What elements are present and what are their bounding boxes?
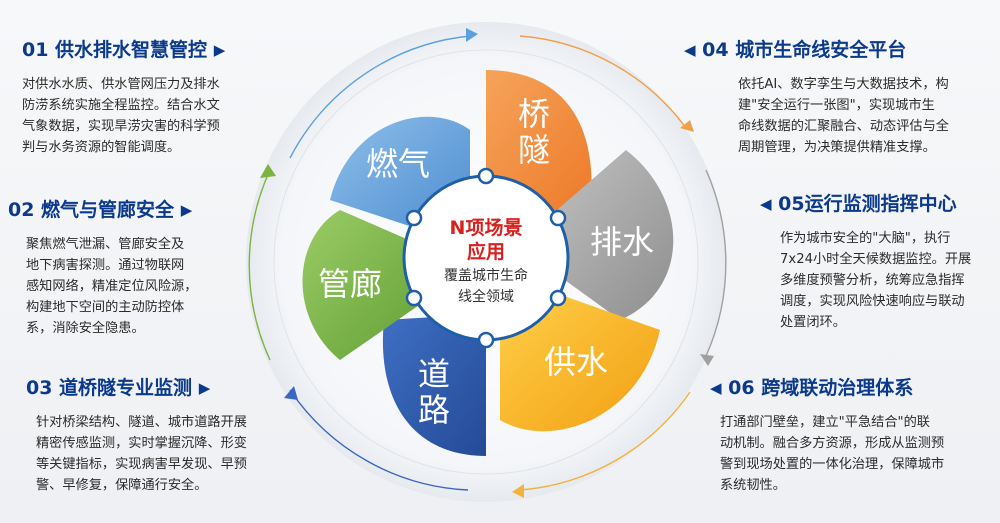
left-arrow-icon: ◀ xyxy=(710,379,722,397)
center-title: N项场景 应用 xyxy=(400,216,572,264)
right-arrow-icon: ▶ xyxy=(198,379,211,397)
section-body: 依托AI、数字孪生与大数据技术，构建"安全运行一张图"，实现城市生命线数据的汇聚… xyxy=(738,77,949,155)
section-title: 02 燃气与管廊安全 ▶ xyxy=(8,199,193,221)
petal-char: 桥 xyxy=(517,95,550,133)
section-body: 对供水水质、供水管网压力及排水防涝系统实施全程监控。结合水文气象数据，实现旱涝灾… xyxy=(22,77,220,155)
section-body: 针对桥梁结构、隧道、城市道路开展精密传感监测，实时掌握沉降、形变等关键指标，实现… xyxy=(36,415,247,493)
cycle-arcs xyxy=(248,35,727,491)
petal-gongshui xyxy=(500,286,660,432)
section-title: ◀ 04 城市生命线安全平台 xyxy=(684,39,907,61)
petal-label-paishui: 排水 xyxy=(589,223,654,261)
center-title-line: N项场景 xyxy=(449,217,523,239)
section-body: 打通部门壁垒，建立"平急结合"的联动机制。融合多方资源，形成从监测预警到现场处置… xyxy=(720,415,945,493)
center-nodes xyxy=(405,167,567,349)
petal-label-ranqi: 燃气 xyxy=(365,145,430,183)
section-body: 聚焦燃气泄漏、管廊安全及地下病害探测。通过物联网感知网络，精准定位风险源，构建地… xyxy=(26,237,198,336)
petal-label-qiaosui: 桥 隧 xyxy=(514,96,554,168)
section-title: ◀ 06 跨域联动治理体系 xyxy=(710,377,914,399)
section-01: 01 供水排水智慧管控 ▶ 对供水水质、供水管网压力及排水防涝系统实施全程监控。… xyxy=(22,38,272,158)
section-title: 01 供水排水智慧管控 ▶ xyxy=(22,39,226,61)
section-title: 03 道桥隧专业监测 ▶ xyxy=(26,377,211,399)
section-06: ◀ 06 跨域联动治理体系 打通部门壁垒，建立"平急结合"的联动机制。融合多方资… xyxy=(710,376,996,496)
section-title: ◀ 05运行监测指挥中心 xyxy=(760,193,957,215)
center-subtitle-line: 覆盖城市生命 xyxy=(444,268,528,284)
petal-char: 路 xyxy=(417,391,450,429)
section-04: ◀ 04 城市生命线安全平台 依托AI、数字孪生与大数据技术，构建"安全运行一张… xyxy=(684,38,964,158)
petal-label-daolu: 道 路 xyxy=(414,356,454,428)
section-03: 03 道桥隧专业监测 ▶ 针对桥梁结构、隧道、城市道路开展精密传感监测，实时掌握… xyxy=(26,376,286,496)
petal-char: 隧 xyxy=(517,131,550,169)
petal-daolu xyxy=(382,314,486,456)
center-title-line: 应用 xyxy=(466,241,505,263)
petal-label-gongshui: 供水 xyxy=(543,343,608,381)
left-arrow-icon: ◀ xyxy=(684,41,696,59)
center-subtitle-line: 线全领域 xyxy=(458,289,514,305)
left-arrow-icon: ◀ xyxy=(760,195,772,213)
inner-ring xyxy=(273,49,699,475)
section-02: 02 燃气与管廊安全 ▶ 聚焦燃气泄漏、管廊安全及地下病害探测。通过物联网感知网… xyxy=(8,198,248,339)
petal-qiaosui xyxy=(486,70,592,210)
petal-paishui xyxy=(534,150,674,320)
petal-label-guanlang: 管廊 xyxy=(317,265,382,303)
center-subtitle: 覆盖城市生命 线全领域 xyxy=(420,266,552,308)
arc-arrowheads xyxy=(260,28,714,498)
right-arrow-icon: ▶ xyxy=(180,201,193,219)
right-arrow-icon: ▶ xyxy=(213,41,226,59)
petal-char: 道 xyxy=(417,355,450,393)
